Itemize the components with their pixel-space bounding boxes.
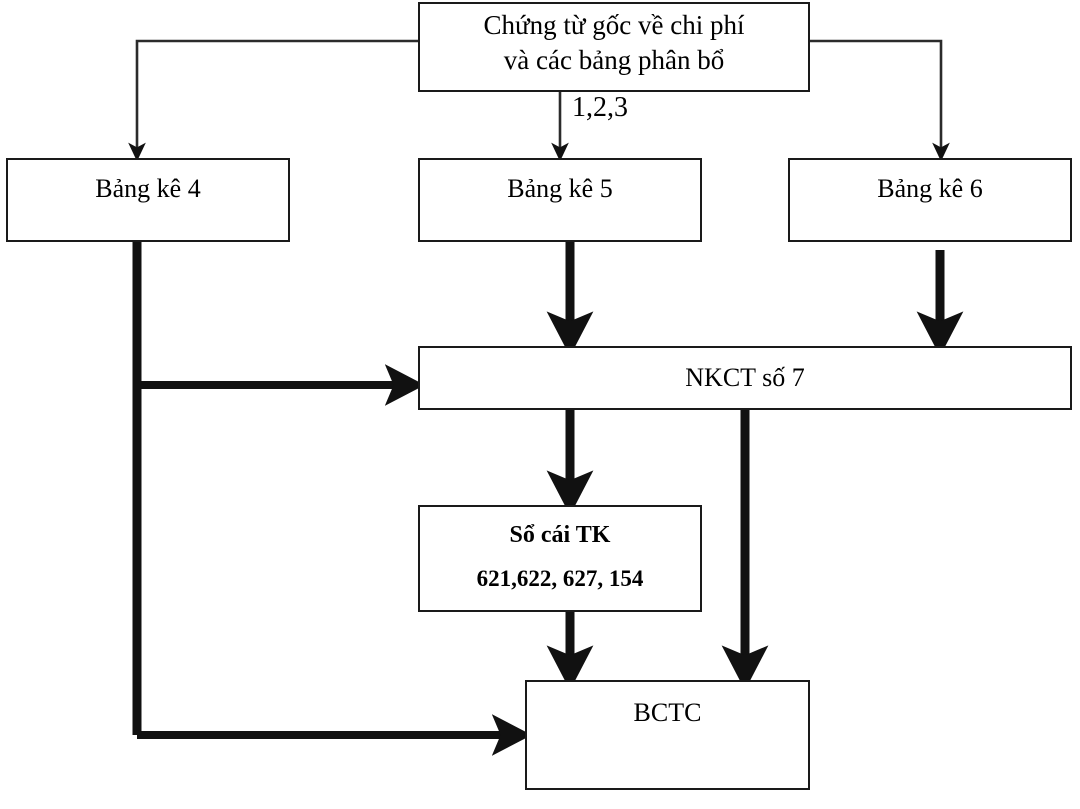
node-bang-ke-6[interactable]: Bảng kê 6 (788, 158, 1072, 242)
node-bctc-label: BCTC (633, 698, 702, 727)
node-source-line-2: và các bảng phân bổ (503, 44, 725, 75)
node-bang-ke-6-label: Bảng kê 6 (877, 174, 983, 203)
node-bang-ke-5-label: Bảng kê 5 (507, 174, 613, 203)
node-nkct-label: NKCT số 7 (685, 363, 805, 393)
node-bctc[interactable]: BCTC (525, 680, 810, 790)
node-so-cai-tk[interactable]: Sổ cái TK 621,622, 627, 154 (418, 505, 702, 612)
node-bang-ke-5[interactable]: Bảng kê 5 (418, 158, 702, 242)
node-bang-ke-4-label: Bảng kê 4 (95, 174, 201, 203)
node-source-line-1: Chứng từ gốc về chi phí (483, 10, 745, 40)
node-nkct-so-7[interactable]: NKCT số 7 (418, 346, 1072, 410)
node-so-cai-tk-title: Sổ cái TK (509, 521, 611, 548)
node-source-documents[interactable]: Chứng từ gốc về chi phí và các bảng phân… (418, 2, 810, 92)
node-bang-ke-4[interactable]: Bảng kê 4 (6, 158, 290, 242)
node-so-cai-tk-accounts: 621,622, 627, 154 (476, 565, 644, 591)
edge-source-to-bangke6 (810, 39, 950, 162)
edge-label-1-2-3: 1,2,3 (572, 92, 628, 123)
edge-source-to-bangke4 (128, 39, 418, 162)
